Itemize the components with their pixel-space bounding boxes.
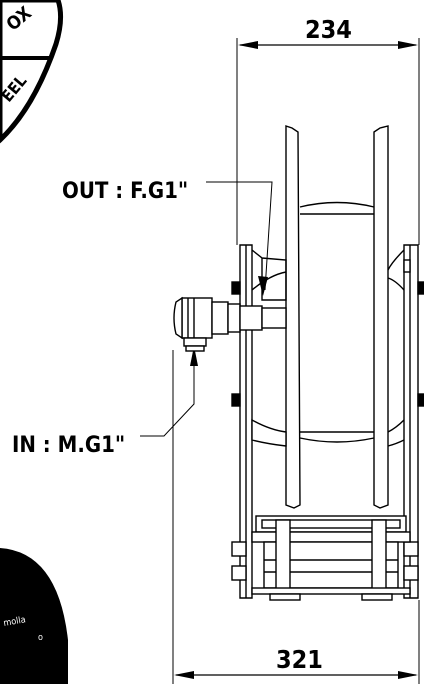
top-dimension-value: 234 [305,15,352,44]
bottom-left-badge: molla o [0,548,68,686]
inlet-label: IN : M.G1" [12,433,125,458]
outlet-label: OUT : F.G1" [62,179,188,204]
bottom-dimension: 321 [172,350,420,684]
badge-label-small: o [38,633,43,643]
inlet-callout: IN : M.G1" [12,346,198,458]
top-left-badge: OX EEL [0,0,64,144]
outlet-callout: OUT : F.G1" [62,179,273,296]
top-dimension: 234 [236,15,420,245]
badge-label-main: molla [3,615,27,629]
bottom-dimension-value: 321 [276,645,323,674]
reel-body [173,125,424,601]
